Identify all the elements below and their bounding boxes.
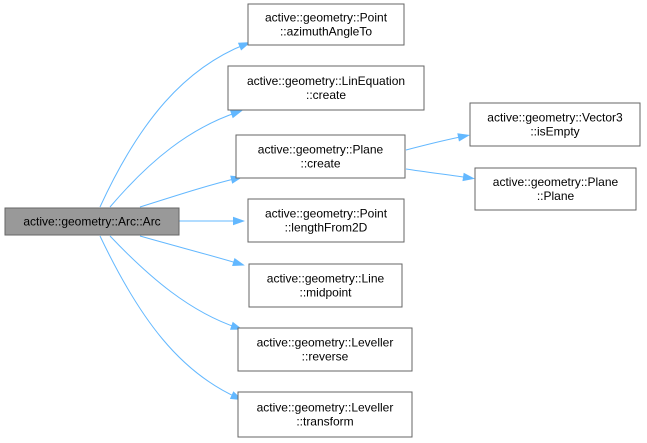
node-lineq[interactable]: active::geometry::LinEquation::create xyxy=(227,65,425,111)
edge-arc-midpoint xyxy=(139,235,245,267)
edge-planecreate-isempty xyxy=(405,133,470,151)
edge-line xyxy=(139,177,239,208)
edge-line xyxy=(109,111,239,208)
node-label-line2: ::create xyxy=(300,157,340,171)
node-box xyxy=(469,102,641,147)
node-label-line1: active::geometry::Vector3 xyxy=(487,111,623,125)
node-label-line2: ::midpoint xyxy=(299,286,352,300)
node-label: active::geometry::Arc::Arc xyxy=(23,215,160,229)
edge-line xyxy=(99,235,239,399)
edges-layer xyxy=(99,42,475,401)
edge-line xyxy=(405,135,466,151)
node-label-line1: active::geometry::Line xyxy=(267,272,385,286)
arrowhead xyxy=(230,110,243,119)
node-label-line2: ::isEmpty xyxy=(530,125,579,139)
node-box xyxy=(235,134,406,179)
node-azimuth[interactable]: active::geometry::Point::azimuthAngleTo xyxy=(247,3,405,46)
edge-arc-azimuth xyxy=(99,42,251,208)
arrowhead xyxy=(232,257,245,267)
node-label-line1: active::geometry::Plane xyxy=(493,175,619,189)
edge-line xyxy=(139,235,241,265)
node-box xyxy=(247,198,405,243)
node-label-line1: active::geometry::Point xyxy=(265,11,388,25)
edge-arc-reverse xyxy=(109,235,243,330)
node-label-line2: ::transform xyxy=(296,415,353,429)
nodes-layer: active::geometry::Arc::Arcactive::geomet… xyxy=(4,3,641,438)
edge-arc-planecreate xyxy=(139,175,243,208)
node-label-line1: active::geometry::Leveller xyxy=(257,336,394,350)
edge-arc-transform xyxy=(99,235,243,401)
node-box xyxy=(237,391,413,438)
node-label-line1: active::geometry::Plane xyxy=(258,143,384,157)
node-box xyxy=(248,263,403,308)
arrowhead xyxy=(233,216,246,226)
edge-line xyxy=(405,168,471,179)
node-label-line2: ::azimuthAngleTo xyxy=(280,25,372,39)
node-box xyxy=(237,327,413,372)
node-arc[interactable]: active::geometry::Arc::Arc xyxy=(4,207,180,236)
node-label-line2: ::create xyxy=(306,88,346,102)
arrowhead xyxy=(457,133,470,142)
node-reverse[interactable]: active::geometry::Leveller::reverse xyxy=(237,327,413,372)
node-midpoint[interactable]: active::geometry::Line::midpoint xyxy=(248,263,403,308)
node-box xyxy=(227,65,425,111)
node-label-line2: ::reverse xyxy=(302,350,349,364)
node-label-line2: ::Plane xyxy=(537,189,575,203)
edge-arc-length2d xyxy=(179,216,246,226)
edge-line xyxy=(99,43,247,208)
edge-line xyxy=(109,235,239,329)
node-label-line1: active::geometry::LinEquation xyxy=(247,74,405,88)
node-box xyxy=(4,207,180,236)
node-box xyxy=(247,3,405,46)
edge-planecreate-planeplane xyxy=(405,168,475,182)
node-label-line1: active::geometry::Leveller xyxy=(257,401,394,415)
node-planeplane[interactable]: active::geometry::Plane::Plane xyxy=(474,167,637,211)
edge-arc-lineq xyxy=(109,110,243,208)
node-label-line2: ::lengthFrom2D xyxy=(285,221,368,235)
node-transform[interactable]: active::geometry::Leveller::transform xyxy=(237,391,413,438)
arrowhead xyxy=(462,172,475,182)
arrowhead xyxy=(237,42,251,51)
node-planecreate[interactable]: active::geometry::Plane::create xyxy=(235,134,406,179)
node-box xyxy=(474,167,637,211)
node-length2d[interactable]: active::geometry::Point::lengthFrom2D xyxy=(247,198,405,243)
node-label-line1: active::geometry::Point xyxy=(265,207,388,221)
node-isempty[interactable]: active::geometry::Vector3::isEmpty xyxy=(469,102,641,147)
